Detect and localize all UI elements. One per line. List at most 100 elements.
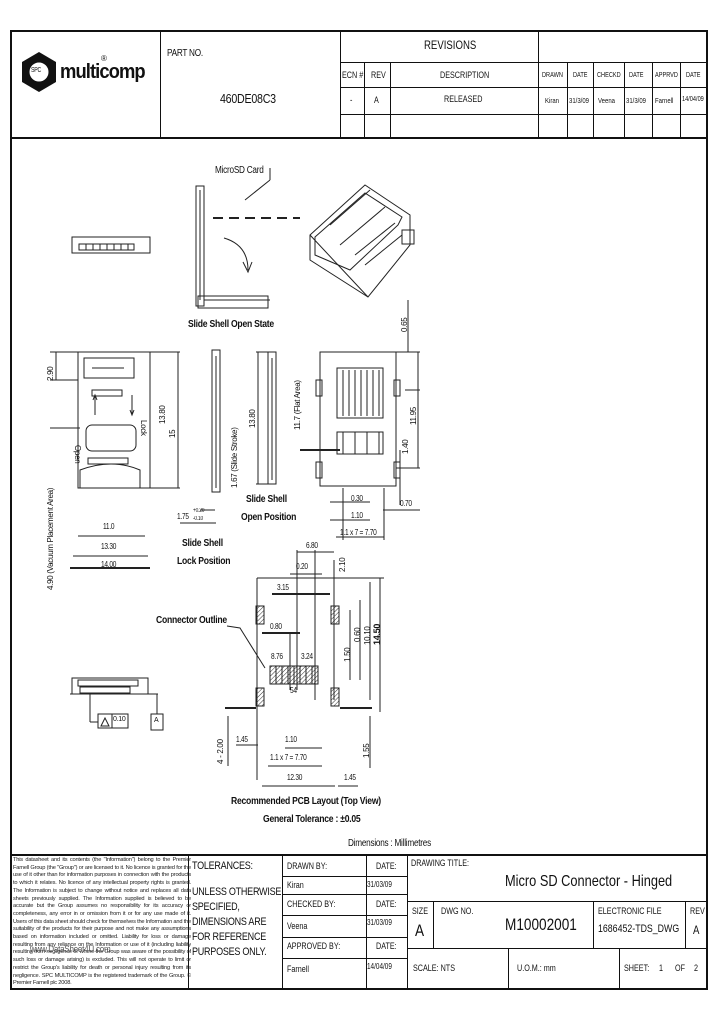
rev-label: REV — [690, 906, 705, 916]
approved-by-label: APPROVED BY: — [287, 941, 341, 951]
dim-vacuum-area: 4.90 (Vacuum Placement Area) — [46, 487, 55, 590]
rev-row-checked: Veena — [598, 96, 616, 105]
rev-row-rev: A — [374, 95, 379, 105]
front-view-connector — [300, 300, 420, 540]
checked-date-value: 31/03/09 — [367, 918, 392, 927]
rev-col-checkd: CHECKD — [597, 72, 621, 79]
rev-col-ecn: ECN # — [342, 70, 364, 80]
dim-0-30: 0.30 — [351, 494, 363, 503]
pcb-dim-0-60: 0.60 — [353, 627, 362, 642]
approved-date-label: DATE: — [376, 941, 397, 951]
drawing-title-label: DRAWING TITLE: — [411, 858, 470, 868]
pcb-dim-3-24: 3.24 — [301, 652, 313, 661]
logo-badge-text: SPC — [31, 67, 42, 74]
rev-row-description: RELEASED — [444, 94, 483, 104]
tolerances-note-1: UNLESS OTHERWISE — [192, 886, 282, 898]
slide-shell-open-position-label-2: Open Position — [241, 511, 297, 523]
pcb-dim-10-10: 10.10 — [363, 626, 372, 645]
electronic-file-value: 1686452-TDS_DWG — [598, 923, 680, 935]
pcb-dim-pitch: 1.1 x 7 = 7.70 — [270, 753, 307, 762]
multicomp-logo: SPC multicomp ® — [22, 52, 152, 102]
top-view-connector — [50, 351, 180, 569]
drawn-date-value: 31/03/09 — [367, 880, 392, 889]
sheet-value: 1 — [659, 963, 664, 973]
dim-1-40: 1.40 — [401, 439, 410, 454]
divider — [160, 30, 161, 138]
side-view-small — [71, 236, 151, 254]
dim-13-80: 13.80 — [158, 405, 167, 424]
dwg-no-label: DWG NO. — [441, 906, 474, 916]
pcb-dim-1-45-left: 1.45 — [236, 735, 248, 744]
slide-shell-open-position-label-1: Slide Shell — [246, 493, 287, 505]
dim-flat-area: 11.7 (Flat Area) — [293, 380, 302, 430]
general-tolerance: General Tolerance : ±0.05 — [263, 813, 361, 825]
drawn-date-label: DATE: — [376, 861, 397, 871]
part-no-value: 460DE08C3 — [220, 91, 276, 106]
flatness-side-view — [70, 677, 164, 731]
connector-outline-label: Connector Outline — [156, 614, 227, 626]
pcb-dim-54: 54 — [290, 686, 297, 695]
uom: U.O.M.: mm — [517, 963, 556, 973]
tolerances-label: TOLERANCES: — [192, 860, 253, 872]
rev-row-drawn: Kiran — [545, 96, 560, 105]
approved-by-value: Farnell — [287, 964, 310, 974]
tolerances-note-2: SPECIFIED, — [192, 901, 240, 913]
rev-row-ecn: - — [350, 95, 353, 105]
spc-logo-icon — [22, 52, 56, 92]
dim-slide-stroke: 1.67 (Slide Stroke) — [230, 427, 239, 488]
open-position-side-view — [256, 351, 277, 485]
pcb-dim-14-50: 14.50 — [372, 623, 382, 645]
of-value: 2 — [694, 963, 699, 973]
revisions-table: REVISIONS ECN # REV DESCRIPTION DRAWN DA… — [340, 30, 708, 138]
tolerances-note-4: FOR REFERENCE — [192, 931, 266, 943]
pcb-dim-1-50: 1.50 — [343, 647, 352, 662]
checked-date-label: DATE: — [376, 899, 397, 909]
rev-col-date-1: DATE — [573, 72, 588, 79]
rev-col-date-2: DATE — [629, 72, 644, 79]
open-label: Open — [73, 445, 82, 464]
pcb-dim-0-80: 0.80 — [270, 622, 282, 631]
slide-shell-lock-position-label-2: Lock Position — [177, 555, 231, 567]
dim-1-75-tol-plus: +0.20 — [193, 508, 205, 514]
dim-1-75-tol-minus: -0.10 — [193, 516, 203, 522]
size-value: A — [415, 921, 425, 940]
lock-position-side-view — [180, 349, 221, 524]
approved-date-value: 14/04/09 — [367, 962, 392, 971]
dim-15: 15 — [168, 429, 177, 438]
logo-registered-mark: ® — [101, 54, 107, 63]
title-block-right: DRAWING TITLE: Micro SD Connector - Hing… — [407, 855, 708, 990]
dim-pitch: 1.1 x 7 = 7.70 — [340, 528, 377, 537]
tolerances-note-3: DIMENSIONS ARE — [192, 916, 267, 928]
dim-2-90: 2.90 — [46, 366, 55, 381]
drawn-by-value: Kiran — [287, 880, 304, 890]
watermark-link[interactable]: www.DataSheet4U.com — [30, 944, 111, 955]
electronic-file-label: ELECTRONIC FILE — [598, 906, 662, 916]
pcb-dim-0-20: 0.20 — [296, 562, 308, 571]
pcb-dim-2-10: 2.10 — [338, 557, 347, 572]
divider — [188, 855, 189, 990]
dim-11-95: 11.95 — [409, 407, 418, 425]
dim-13-80-b: 13.80 — [248, 409, 257, 428]
rev-col-apprvd: APPRVD — [655, 72, 678, 79]
divider — [407, 855, 408, 990]
pcb-dim-1-55: 1.55 — [362, 743, 371, 758]
drawing-frame — [10, 30, 708, 990]
slide-shell-lock-position-label-1: Slide Shell — [182, 537, 223, 549]
rev-col-description: DESCRIPTION — [440, 70, 490, 80]
revisions-title: REVISIONS — [424, 38, 477, 52]
open-state-view — [195, 168, 300, 309]
title-block-top-rule — [10, 854, 708, 856]
drawn-by-label: DRAWN BY: — [287, 861, 328, 871]
pcb-dim-12-30: 12.30 — [287, 773, 303, 782]
dim-1-10: 1.10 — [351, 511, 363, 520]
slide-shell-open-state-label: Slide Shell Open State — [188, 318, 274, 330]
dim-14-00: 14.00 — [101, 560, 117, 569]
rev-row-approved-date: 14/04/09 — [682, 96, 704, 103]
header-bottom-rule — [10, 137, 708, 139]
dim-0-70: 0.70 — [400, 499, 412, 508]
checked-by-value: Veena — [287, 921, 308, 931]
pcb-dim-1-45-right: 1.45 — [344, 773, 356, 782]
rev-col-date-3: DATE — [686, 72, 701, 79]
rev-row-checked-date: 31/3/09 — [626, 96, 647, 105]
